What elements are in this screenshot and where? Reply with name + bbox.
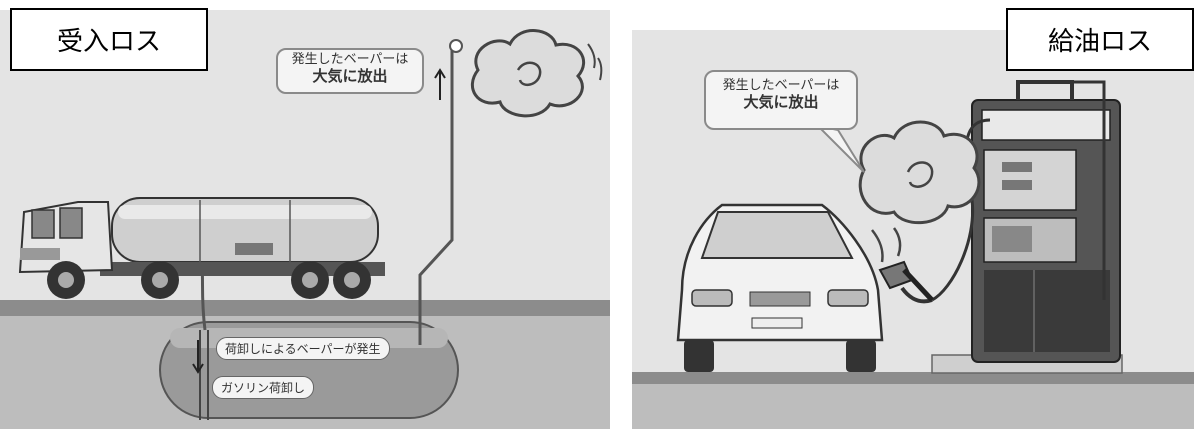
vapor-cloud-icon — [858, 120, 981, 263]
downflow-arrow-icon — [192, 340, 204, 374]
callout-line-1: 発生したベーパーは — [722, 78, 840, 93]
unloading-vapor-label: 荷卸しによるベーパーが発生 — [216, 337, 390, 360]
receiving-loss-title: 受入ロス — [10, 8, 208, 71]
gasoline-unloading-label: ガソリン荷卸し — [212, 376, 315, 399]
ground-area — [632, 384, 1194, 429]
vent-pipe — [418, 48, 454, 345]
ground-surface — [0, 300, 610, 316]
refueling-loss-panel: 給油ロス 発生したベーパーは 大気に放出 — [632, 0, 1194, 429]
fuel-nozzle-icon — [878, 260, 934, 302]
fuel-dispenser — [900, 80, 1123, 374]
vent-cap — [449, 39, 463, 53]
vapor-release-callout: 発生したベーパーは 大気に放出 — [704, 70, 858, 130]
ground-surface — [632, 372, 1194, 384]
receiving-loss-panel: 受入ロス 発生したベーパーは 大気に放出 荷卸しによるベーパーが発生 ガソリン荷… — [0, 8, 610, 429]
callout-line-1: 発生したベーパーは — [291, 52, 409, 67]
tanker-truck — [18, 197, 385, 299]
car — [676, 203, 884, 372]
vapor-cloud-icon — [471, 29, 603, 118]
upflow-arrow-icon — [434, 68, 446, 100]
callout-line-2: 大気に放出 — [312, 66, 388, 85]
vapor-release-callout: 発生したベーパーは 大気に放出 — [276, 48, 424, 94]
callout-line-2: 大気に放出 — [743, 92, 819, 111]
refueling-loss-illustration — [632, 30, 1194, 429]
refueling-loss-title: 給油ロス — [1006, 8, 1194, 71]
